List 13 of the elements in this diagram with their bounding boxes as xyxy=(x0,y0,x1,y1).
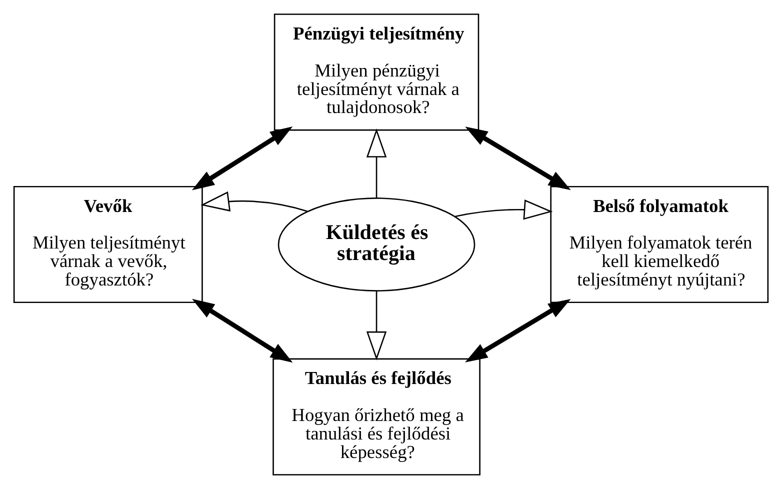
arrow xyxy=(366,290,387,360)
arrow xyxy=(454,199,553,220)
node-ellipse: Küldetés és stratégia xyxy=(278,197,476,291)
arrow xyxy=(366,128,387,198)
node-box: Belső folyamatok Milyen folyamatok terén kell kiemelkedő teljesítményt nyújtani? xyxy=(550,185,769,303)
node-box: Vevők Milyen teljesítményt várnak a vevők, fogyasztók? xyxy=(13,185,203,303)
arrow xyxy=(200,190,308,212)
arrow xyxy=(465,298,571,362)
arrow xyxy=(192,298,293,362)
node-box: Pénzügyi teljesítmény Milyen pénzügyi teljesítményt várnak a tulajdonosok? xyxy=(274,13,480,130)
arrow xyxy=(192,126,293,190)
arrow xyxy=(465,126,571,190)
node-box: Tanulás és fejlődés Hogyan őrizhető meg a tanulási és fejlődési képesség? xyxy=(272,358,480,475)
